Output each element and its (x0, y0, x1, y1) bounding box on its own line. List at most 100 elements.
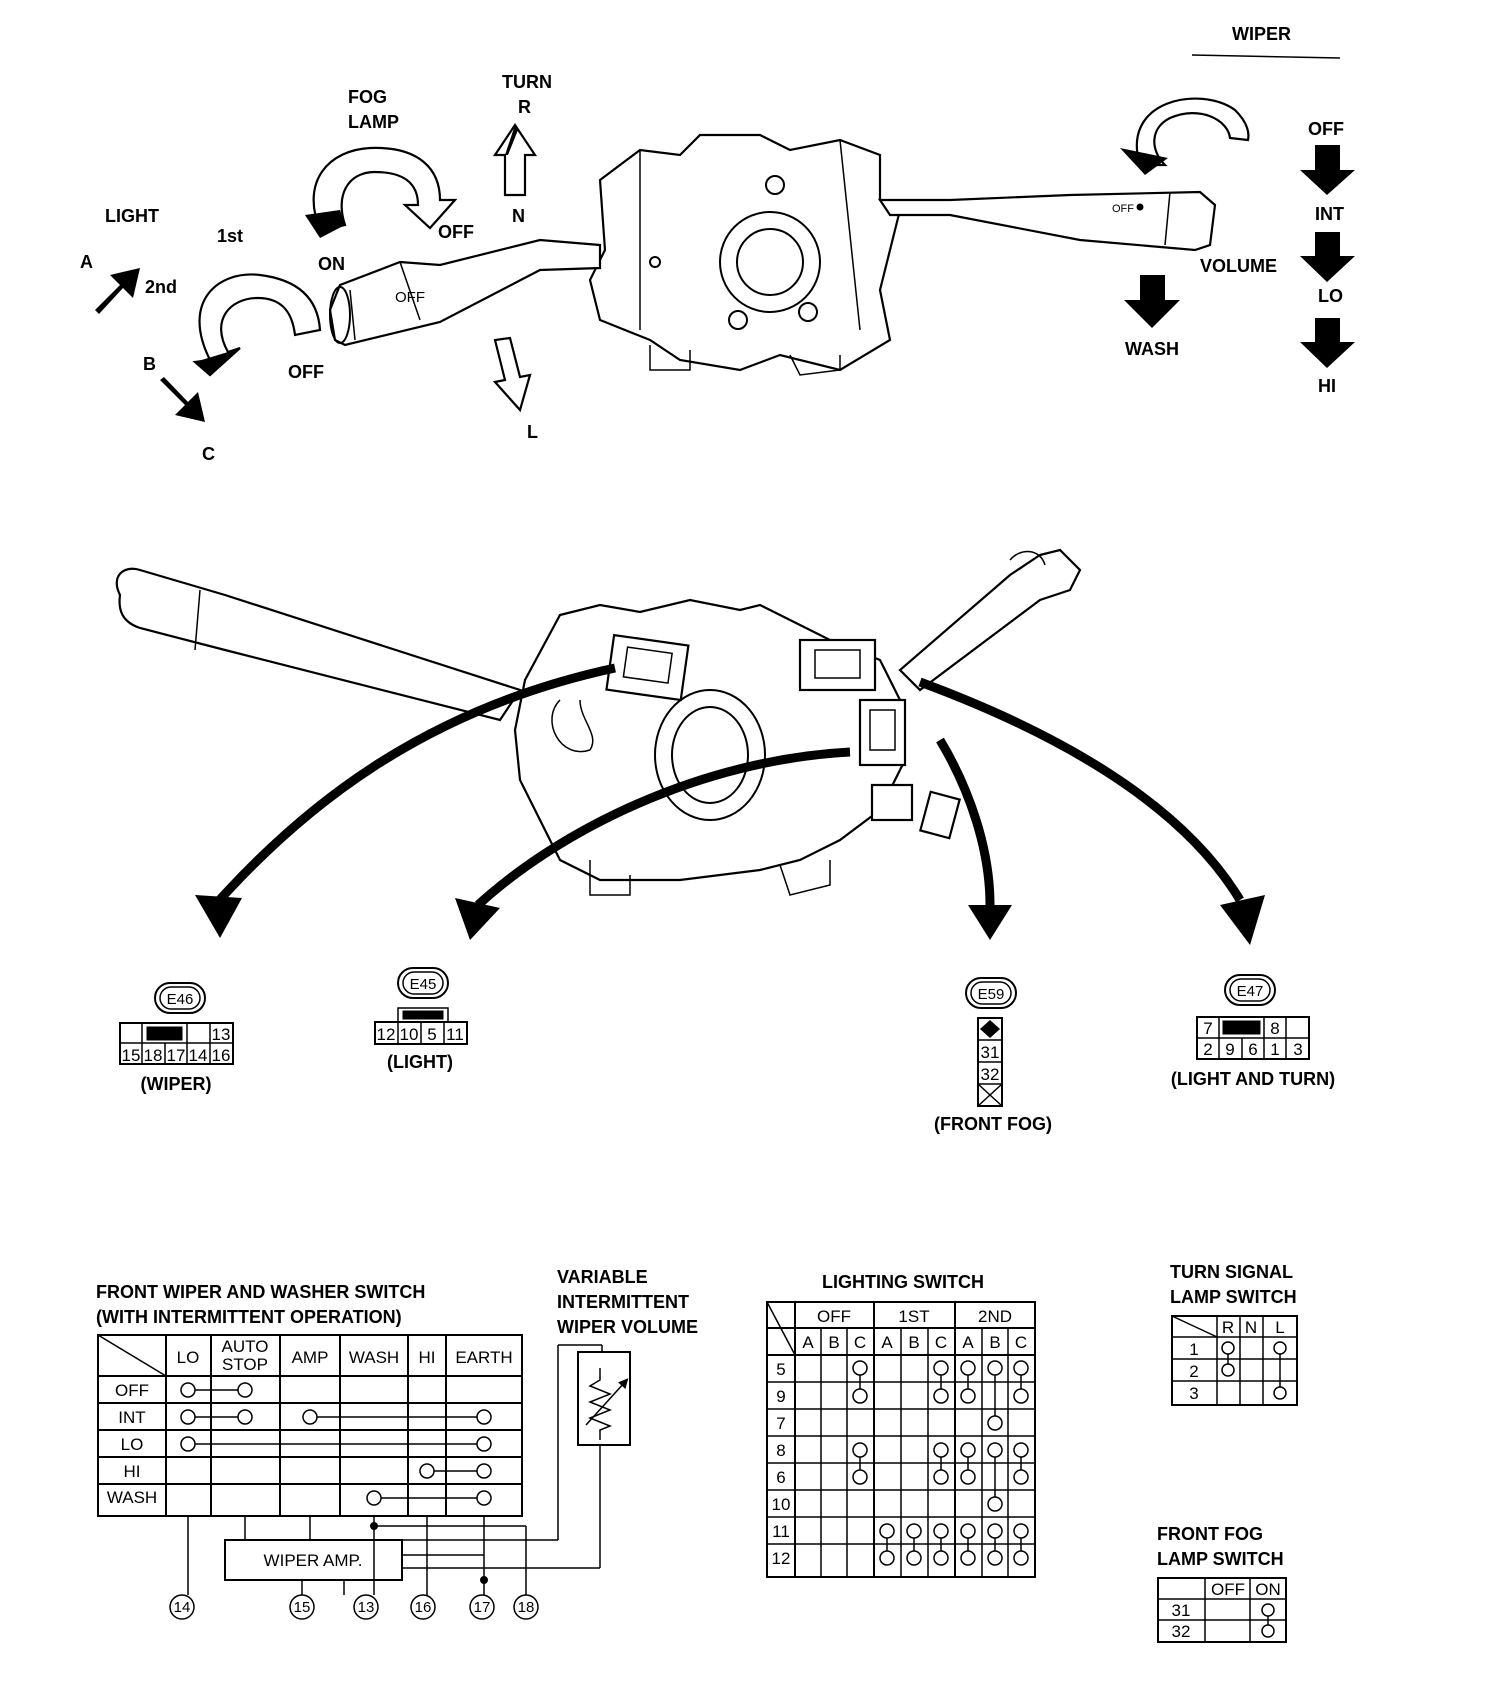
turn-col-n: N (1245, 1318, 1257, 1337)
turn-col-l: L (1275, 1318, 1284, 1337)
wiper-amp-label: WIPER AMP. (264, 1551, 363, 1570)
light-off-label: OFF (288, 362, 324, 382)
wiper-row-off: OFF (115, 1381, 149, 1400)
wash-label: WASH (1125, 339, 1179, 359)
int-arrow (1300, 145, 1355, 195)
wiper-table-title-1: FRONT WIPER AND WASHER SWITCH (96, 1282, 425, 1302)
e45-name: (LIGHT) (387, 1052, 453, 1072)
wiper-row-hi: HI (124, 1462, 141, 1481)
fog-rotate-arrow (312, 146, 458, 232)
wiper-col-wash: WASH (349, 1348, 399, 1367)
e46-pin-15: 15 (122, 1046, 141, 1065)
wiper-col-amp: AMP (292, 1348, 329, 1367)
wiper-row-int: INT (118, 1408, 145, 1427)
switch-body (588, 133, 902, 372)
steering-column-hole (719, 211, 821, 313)
light-1st-label: 1st (217, 226, 243, 246)
terminal-18: 18 (518, 1599, 535, 1616)
connector-e47: E47 7 8 2 9 6 1 3 (LIGHT AND TURN) (1171, 974, 1335, 1089)
lighting-subcol: C (1015, 1333, 1027, 1352)
turn-r-label: R (518, 97, 531, 117)
connector-e59: E59 31 32 (FRONT FOG) (934, 977, 1052, 1134)
wiper-hi-label: HI (1318, 376, 1336, 396)
wiper-col-hi: HI (419, 1348, 436, 1367)
switch-illustration: OFF OFF LIGHT A B C 1st 2nd OFF FOG LAMP (80, 24, 1355, 464)
e47-name: (LIGHT AND TURN) (1171, 1069, 1335, 1089)
volume-title-3: WIPER VOLUME (557, 1317, 698, 1337)
terminal-16: 16 (415, 1599, 432, 1616)
wiper-table-title-2: (WITH INTERMITTENT OPERATION) (96, 1307, 402, 1327)
wiper-lo-label: LO (1318, 286, 1343, 306)
right-stalk (898, 548, 1082, 692)
e47-pin-8: 8 (1270, 1019, 1279, 1038)
lighting-row-label: 12 (772, 1549, 791, 1568)
e46-code: E46 (167, 991, 194, 1008)
e46-pin-14: 14 (189, 1046, 208, 1065)
lighting-subcol: A (802, 1333, 814, 1352)
fog-col-on: ON (1255, 1580, 1281, 1599)
lo-arrow (1300, 232, 1355, 282)
e59-name: (FRONT FOG) (934, 1114, 1052, 1134)
arrow-c (160, 377, 205, 422)
turn-l-label: L (527, 422, 538, 442)
arrow-to-e47 (918, 677, 1244, 903)
e45-pin-11: 11 (446, 1025, 464, 1044)
fog-off-label: OFF (438, 222, 474, 242)
volume-label: VOLUME (1200, 256, 1277, 276)
e46-pin-13: 13 (212, 1025, 231, 1044)
e45-connector-housing (858, 698, 907, 767)
e46-name: (WIPER) (141, 1074, 212, 1094)
arrow-to-e59 (936, 737, 995, 906)
e46-pin-16: 16 (212, 1046, 231, 1065)
left-stalk (115, 567, 522, 722)
wiper-col-stop: STOP (222, 1355, 268, 1374)
light-turn-lever (328, 238, 602, 347)
terminal-14: 14 (174, 1599, 191, 1616)
wiper-col-auto: AUTO (222, 1337, 269, 1356)
arrow-to-e46 (211, 663, 616, 909)
hi-arrow (1300, 318, 1355, 368)
e47-code: E47 (1237, 983, 1264, 1000)
potentiometer-icon (587, 1368, 613, 1440)
terminal-15: 15 (294, 1599, 311, 1616)
e45-pin-5: 5 (427, 1025, 436, 1044)
lighting-row-label: 7 (776, 1414, 785, 1433)
light-label: LIGHT (105, 206, 159, 226)
svg-text:OFF: OFF (395, 289, 425, 306)
volume-title-2: INTERMITTENT (557, 1292, 689, 1312)
wiper-row-lo: LO (121, 1435, 144, 1454)
connector-e45: E45 12 10 5 11 (LIGHT) (374, 967, 468, 1072)
lighting-title: LIGHTING SWITCH (822, 1272, 984, 1292)
turn-signal-table: TURN SIGNAL LAMP SWITCH R N L 1 2 3 (1170, 1262, 1298, 1406)
e46-pin-18: 18 (144, 1046, 163, 1065)
lighting-subcol: A (881, 1333, 893, 1352)
switch-rear-view (115, 548, 1265, 945)
e47-pin-1: 1 (1270, 1040, 1279, 1059)
turn-label: TURN (502, 72, 552, 92)
turn-row-1: 1 (1189, 1340, 1198, 1359)
e45-pin-12: 12 (377, 1025, 396, 1044)
e59-connector-housing (870, 783, 914, 822)
wiper-lever (877, 190, 1217, 252)
wiper-col-earth: EARTH (455, 1348, 512, 1367)
lighting-group-2nd: 2ND (978, 1307, 1012, 1326)
wiper-amp-box (224, 1539, 403, 1581)
fog-lamp-label-1: FOG (348, 87, 387, 107)
wiper-int-label: INT (1315, 204, 1344, 224)
fog-lamp-label-2: LAMP (348, 112, 399, 132)
wiper-off-label: OFF (1308, 119, 1344, 139)
e47-pin-3: 3 (1293, 1040, 1302, 1059)
lighting-group-1st: 1ST (898, 1307, 929, 1326)
turn-n-label: N (512, 206, 525, 226)
turn-l-arrow (492, 336, 532, 413)
light-rotate-arrow (192, 273, 322, 377)
lighting-row-label: 8 (776, 1441, 785, 1460)
arrow-a (95, 268, 140, 314)
arrow-to-e45 (474, 747, 851, 909)
e59-pin-31: 31 (981, 1043, 1000, 1062)
position-c-label: C (202, 444, 215, 464)
wiper-col-lo: LO (177, 1348, 200, 1367)
lighting-row-label: 6 (776, 1468, 785, 1487)
lighting-subcol: B (989, 1333, 1000, 1352)
